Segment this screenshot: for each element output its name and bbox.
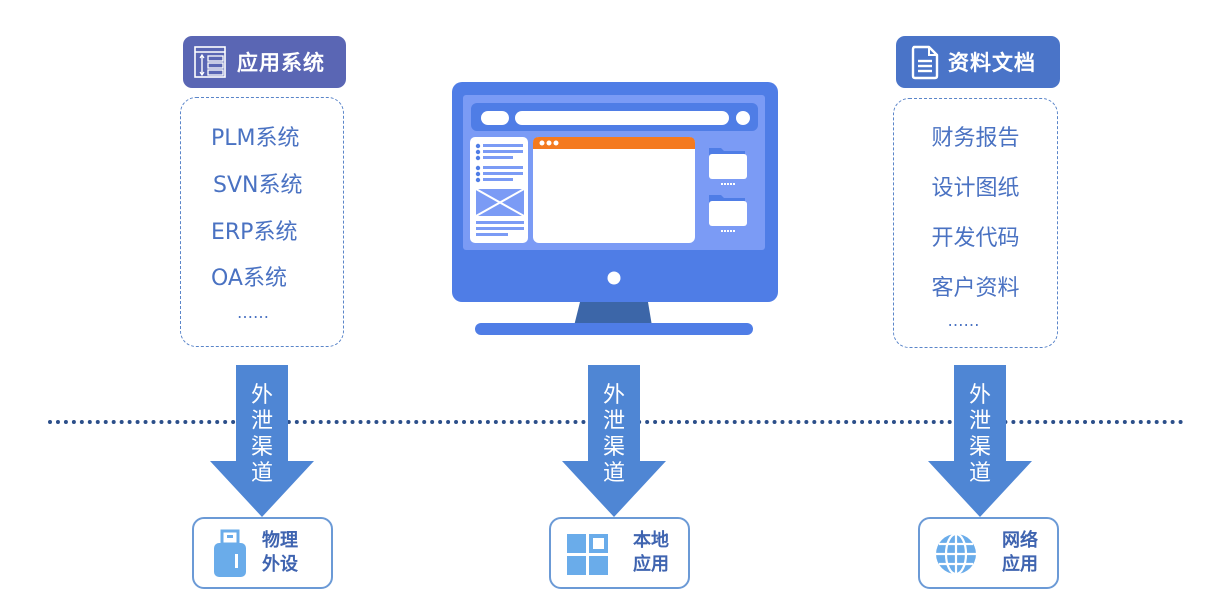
list-item-more: …… [947, 311, 980, 330]
folder-icon [709, 195, 747, 232]
arrow-down-icon [928, 365, 1032, 517]
usb-drive-icon [214, 529, 246, 577]
window-titlebar [533, 137, 695, 149]
list-item: 开发代码 [931, 226, 1020, 251]
arrow-down-icon [562, 365, 666, 517]
list-item: 客户资料 [931, 276, 1020, 301]
list-item: ERP系统 [211, 220, 298, 245]
documents-title: 资料文档 [948, 51, 1036, 75]
leak-arrow-local: 外泄渠道 [560, 365, 668, 521]
globe-icon [936, 532, 976, 576]
arrow-down-icon [210, 365, 314, 517]
channel-label: 网络应用 [1002, 530, 1038, 575]
list-item: PLM系统 [211, 126, 300, 151]
channel-label: 本地应用 [633, 530, 669, 575]
app-grid-icon [567, 534, 608, 575]
channel-local-application: 本地应用 [549, 517, 690, 589]
list-item: 财务报告 [931, 126, 1020, 151]
leak-arrow-network: 外泄渠道 [926, 365, 1034, 521]
list-item: 设计图纸 [931, 176, 1020, 201]
browser-tab [481, 111, 509, 125]
monitor-neck [574, 302, 652, 326]
channel-physical-peripheral: 物理外设 [192, 517, 333, 589]
server-app-icon [194, 46, 226, 78]
address-bar [515, 111, 729, 125]
list-item: OA系统 [211, 266, 287, 291]
app-systems-header: 应用系统 [183, 36, 346, 88]
monitor-base [475, 323, 753, 335]
documents-header: 资料文档 [896, 36, 1060, 88]
arrow-label: 外泄渠道 [968, 383, 991, 486]
desktop-monitor-illustration [452, 82, 778, 335]
app-systems-title: 应用系统 [237, 51, 325, 75]
list-item: SVN系统 [213, 173, 303, 198]
arrow-label: 外泄渠道 [250, 383, 273, 486]
app-systems-list: PLM系统 SVN系统 ERP系统 OA系统 …… [180, 97, 344, 347]
list-item-more: …… [237, 303, 269, 322]
channel-label: 物理外设 [262, 530, 298, 575]
channel-network-application: 网络应用 [918, 517, 1059, 589]
browser-button [736, 111, 750, 125]
folder-icon [709, 148, 747, 185]
power-button [607, 271, 621, 285]
document-icon [911, 45, 939, 80]
leak-arrow-physical: 外泄渠道 [208, 365, 316, 521]
documents-list: 财务报告 设计图纸 开发代码 客户资料 …… [893, 98, 1058, 348]
main-window [533, 137, 695, 243]
arrow-label: 外泄渠道 [602, 383, 625, 486]
image-placeholder [475, 188, 525, 217]
